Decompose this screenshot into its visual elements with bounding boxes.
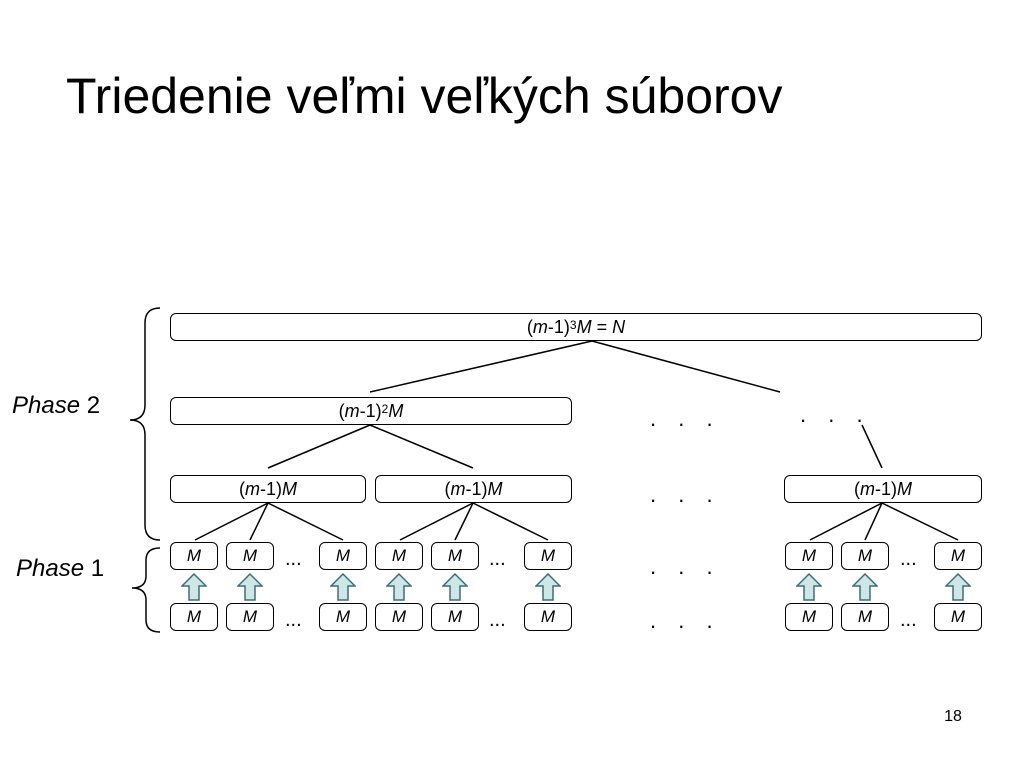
- paren: (: [239, 478, 245, 499]
- m-block-input: M: [431, 603, 479, 631]
- var-m: m: [532, 316, 548, 337]
- up-arrow-icon: [181, 573, 207, 601]
- var-m: m: [344, 400, 360, 421]
- exponent: 2: [381, 402, 389, 416]
- ellipsis: ...: [900, 548, 917, 570]
- phase2-number: 2: [86, 392, 101, 419]
- m-block-run: M: [226, 542, 274, 570]
- minus-one: -1): [465, 478, 488, 499]
- m-block-run: M: [785, 542, 833, 570]
- m-block-run: M: [524, 542, 572, 570]
- slide-number: 18: [944, 708, 962, 725]
- tree-line: [369, 340, 593, 393]
- var-m: m: [860, 478, 875, 499]
- var-M: M: [388, 400, 404, 421]
- phase1-number: 1: [90, 555, 105, 582]
- phase2-label: Phase 2: [12, 392, 100, 420]
- tree-line: [267, 424, 371, 469]
- m-block-input: M: [524, 603, 572, 631]
- equals: =: [591, 316, 613, 337]
- up-arrow-icon: [330, 573, 356, 601]
- tree-line: [861, 424, 883, 469]
- m-block-input: M: [785, 603, 833, 631]
- paren: (: [854, 478, 860, 499]
- tree-line: [249, 502, 269, 541]
- m-block-run: M: [841, 542, 889, 570]
- dots-level2-b: . . .: [800, 402, 871, 427]
- up-arrow-icon: [852, 573, 878, 601]
- phase1-brace: [131, 547, 161, 633]
- box-level1-1: (m-1)M: [170, 475, 366, 503]
- var-M: M: [282, 478, 297, 499]
- tree-line: [881, 502, 959, 541]
- var-M: M: [897, 478, 912, 499]
- tree-line: [194, 502, 269, 541]
- minus-one: -1): [547, 316, 570, 337]
- paren: (: [338, 400, 345, 421]
- tree-line: [267, 502, 344, 541]
- dots-m-row1: . . .: [650, 554, 721, 579]
- up-arrow-icon: [535, 573, 561, 601]
- tree-line: [809, 502, 883, 541]
- m-block-run: M: [431, 542, 479, 570]
- m-block-input: M: [841, 603, 889, 631]
- minus-one: -1): [359, 400, 382, 421]
- m-block-input: M: [375, 603, 423, 631]
- tree-line: [369, 424, 474, 469]
- ellipsis: ...: [489, 548, 506, 570]
- m-block-run: M: [170, 542, 218, 570]
- box-level1-2: (m-1)M: [375, 475, 572, 503]
- tree-line: [472, 502, 549, 541]
- ellipsis: ...: [900, 609, 917, 631]
- var-m: m: [245, 478, 260, 499]
- phase1-label: Phase 1: [16, 555, 104, 583]
- var-M: M: [487, 478, 503, 499]
- m-block-input: M: [319, 603, 367, 631]
- tree-line: [864, 502, 883, 541]
- phase1-italic: Phase: [16, 555, 85, 582]
- paren: (: [444, 478, 451, 499]
- dots-level2-a: . . .: [650, 406, 721, 431]
- minus-one: -1): [260, 478, 282, 499]
- up-arrow-icon: [442, 573, 468, 601]
- ellipsis: ...: [489, 609, 506, 631]
- tree-line: [399, 502, 474, 541]
- ellipsis: ...: [285, 609, 302, 631]
- up-arrow-icon: [945, 573, 971, 601]
- minus-one: -1): [875, 478, 897, 499]
- m-block-run: M: [319, 542, 367, 570]
- m-block-input: M: [934, 603, 982, 631]
- tree-line: [454, 502, 474, 541]
- up-arrow-icon: [796, 573, 822, 601]
- up-arrow-icon: [386, 573, 412, 601]
- slide-title: Triedenie veľmi veľkých súborov: [66, 68, 783, 124]
- var-N: N: [612, 316, 626, 337]
- paren: (: [526, 316, 533, 337]
- m-block-run: M: [934, 542, 982, 570]
- tree-line: [591, 340, 781, 393]
- var-M: M: [576, 316, 592, 337]
- m-block-run: M: [375, 542, 423, 570]
- m-block-input: M: [226, 603, 274, 631]
- dots-level1: . . .: [650, 482, 721, 507]
- phase2-italic: Phase: [12, 392, 81, 419]
- ellipsis: ...: [285, 548, 302, 570]
- phase2-brace: [129, 307, 161, 541]
- exponent: 3: [569, 318, 577, 332]
- dots-m-row2: . . .: [650, 608, 721, 633]
- var-m: m: [450, 478, 466, 499]
- box-level1-3: (m-1)M: [784, 475, 982, 503]
- up-arrow-icon: [237, 573, 263, 601]
- m-block-input: M: [170, 603, 218, 631]
